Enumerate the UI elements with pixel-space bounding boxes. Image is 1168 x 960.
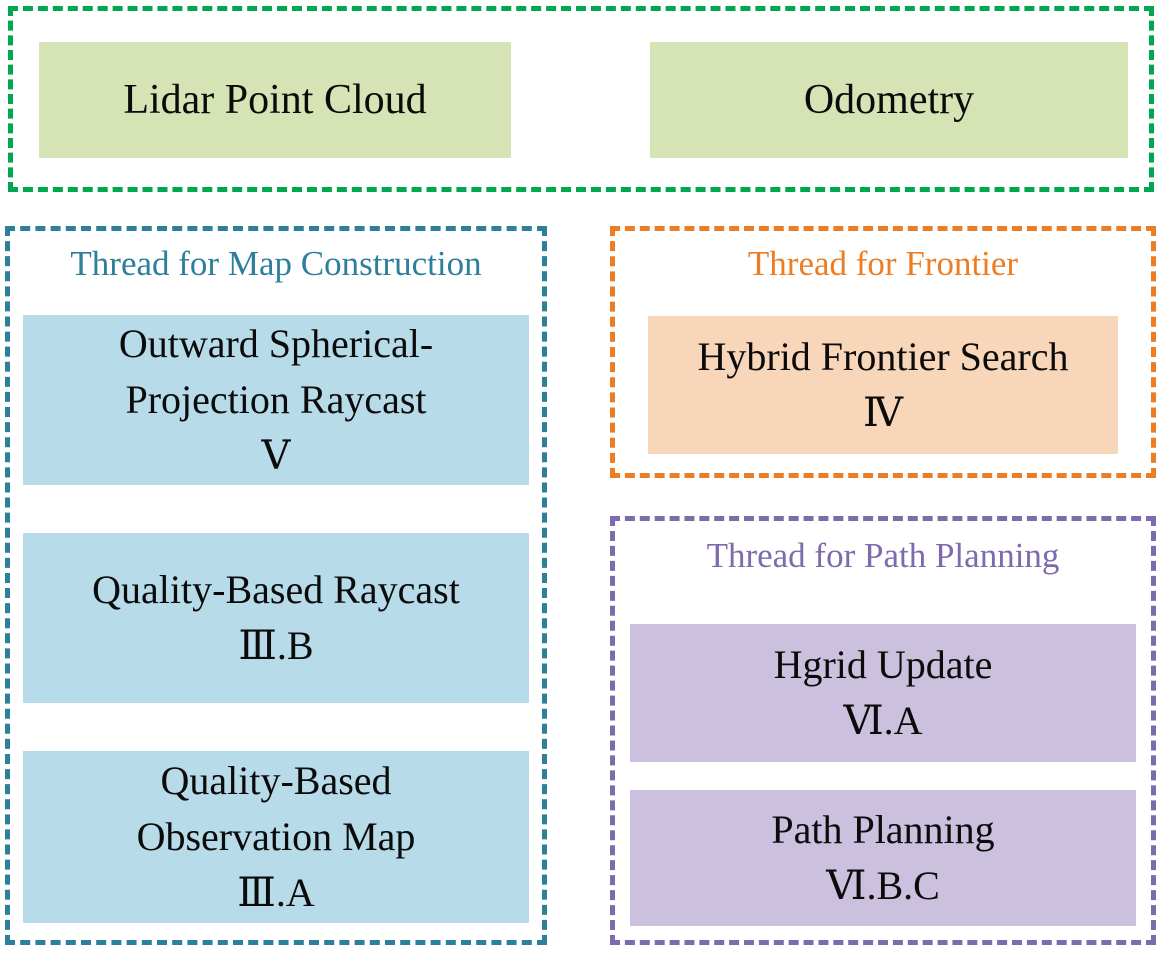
- section-ref: Ⅲ.B: [238, 623, 314, 668]
- odometry-label: Odometry: [803, 77, 975, 123]
- quality-based-observation-map-node: Quality-Based Observation Map Ⅲ.A: [23, 751, 529, 923]
- quality-based-raycast-node: Quality-Based Raycast Ⅲ.B: [23, 533, 529, 703]
- node-label-line: Projection Raycast: [125, 377, 427, 422]
- hgrid-update-node: Hgrid Update Ⅵ.A: [630, 624, 1136, 762]
- path-planning-thread-group: Thread for Path Planning Hgrid Update Ⅵ.…: [610, 516, 1156, 945]
- section-ref: Ⅵ.A: [843, 698, 923, 743]
- section-ref: Ⅴ: [261, 433, 291, 478]
- path-planning-node: Path Planning Ⅵ.B.C: [630, 790, 1136, 926]
- map-construction-thread-group: Thread for Map Construction Outward Sphe…: [5, 226, 547, 945]
- odometry-node: Odometry: [650, 42, 1128, 158]
- node-label-line: Hgrid Update: [773, 642, 993, 687]
- outward-spherical-projection-raycast-node: Outward Spherical- Projection Raycast Ⅴ: [23, 315, 529, 485]
- map-construction-thread-title: Thread for Map Construction: [70, 244, 482, 283]
- input-stage-group: Lidar Point Cloud Odometry: [8, 6, 1154, 192]
- node-label-line: Observation Map: [136, 814, 416, 859]
- node-label-line: Quality-Based Raycast: [92, 567, 460, 612]
- node-label-line: Outward Spherical-: [118, 321, 434, 366]
- section-ref: Ⅵ.B.C: [826, 863, 940, 908]
- lidar-point-cloud-node: Lidar Point Cloud: [39, 42, 511, 158]
- lidar-point-cloud-label: Lidar Point Cloud: [123, 77, 427, 123]
- section-ref: Ⅳ: [863, 390, 903, 435]
- section-ref: Ⅲ.A: [237, 870, 315, 915]
- node-label-line: Quality-Based: [160, 758, 392, 803]
- node-label-line: Hybrid Frontier Search: [697, 334, 1069, 379]
- frontier-thread-title: Thread for Frontier: [747, 244, 1019, 283]
- node-label-line: Path Planning: [771, 807, 995, 852]
- path-planning-thread-title: Thread for Path Planning: [706, 536, 1060, 575]
- hybrid-frontier-search-node: Hybrid Frontier Search Ⅳ: [648, 316, 1118, 454]
- frontier-thread-group: Thread for Frontier Hybrid Frontier Sear…: [610, 226, 1156, 478]
